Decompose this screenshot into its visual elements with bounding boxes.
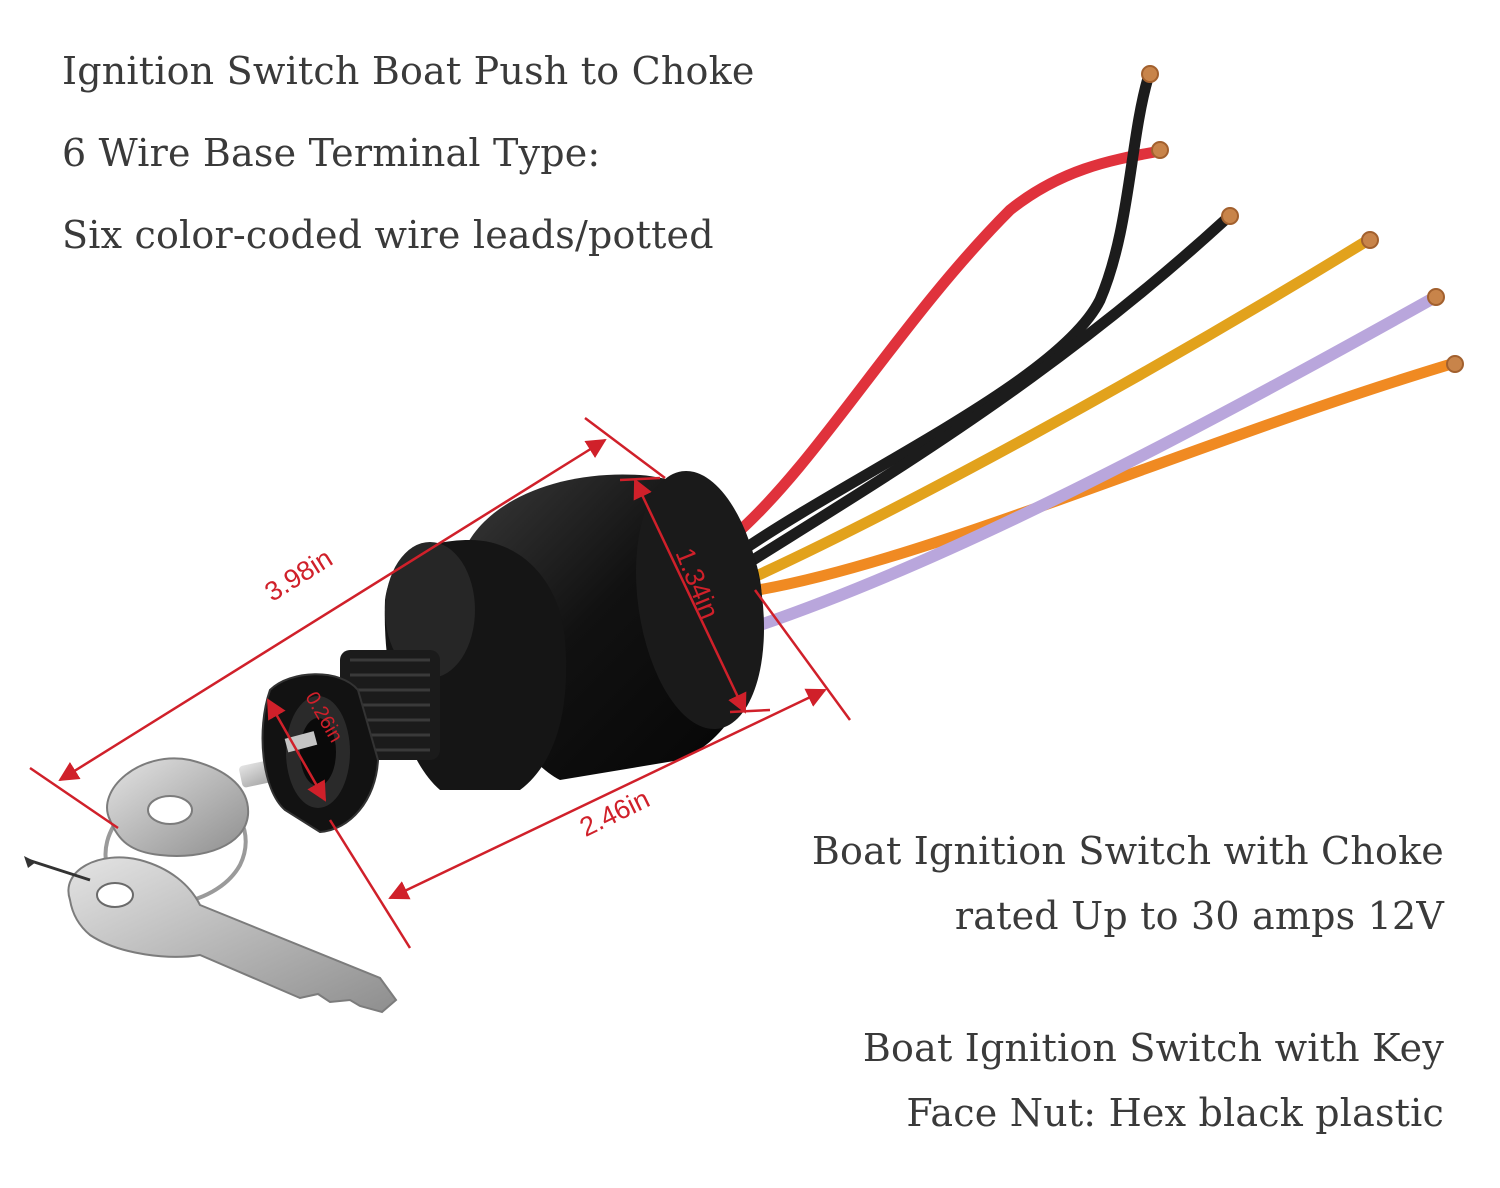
dim-line-shaft bbox=[266, 698, 327, 802]
dim-line-length bbox=[58, 438, 607, 782]
key-2 bbox=[67, 856, 398, 1014]
spec-text-line1: Boat Ignition Switch with Choke bbox=[811, 829, 1444, 873]
wire-red bbox=[729, 146, 1161, 541]
spec-text-line4: Face Nut: Hex black plastic bbox=[906, 1091, 1444, 1135]
switch-body bbox=[261, 470, 765, 834]
wires bbox=[729, 65, 1464, 631]
title-text-line1: Ignition Switch Boat Push to Choke bbox=[62, 49, 755, 93]
dim-line-diameter bbox=[633, 478, 747, 714]
spec-text-line2: rated Up to 30 amps 12V bbox=[954, 894, 1444, 938]
wire-yellow bbox=[746, 236, 1371, 584]
wire-black-2 bbox=[739, 214, 1231, 571]
spec-text-line3: Boat Ignition Switch with Key bbox=[862, 1026, 1444, 1070]
dim-line-body-length bbox=[388, 688, 827, 900]
wire-purple bbox=[754, 294, 1436, 631]
title-text-line2: 6 Wire Base Terminal Type: bbox=[62, 131, 601, 175]
dimension-lines bbox=[29, 417, 852, 949]
copper-tips bbox=[1141, 65, 1464, 373]
wire-black-1 bbox=[734, 72, 1154, 558]
title-text-line3: Six color-coded wire leads/potted bbox=[62, 213, 714, 257]
